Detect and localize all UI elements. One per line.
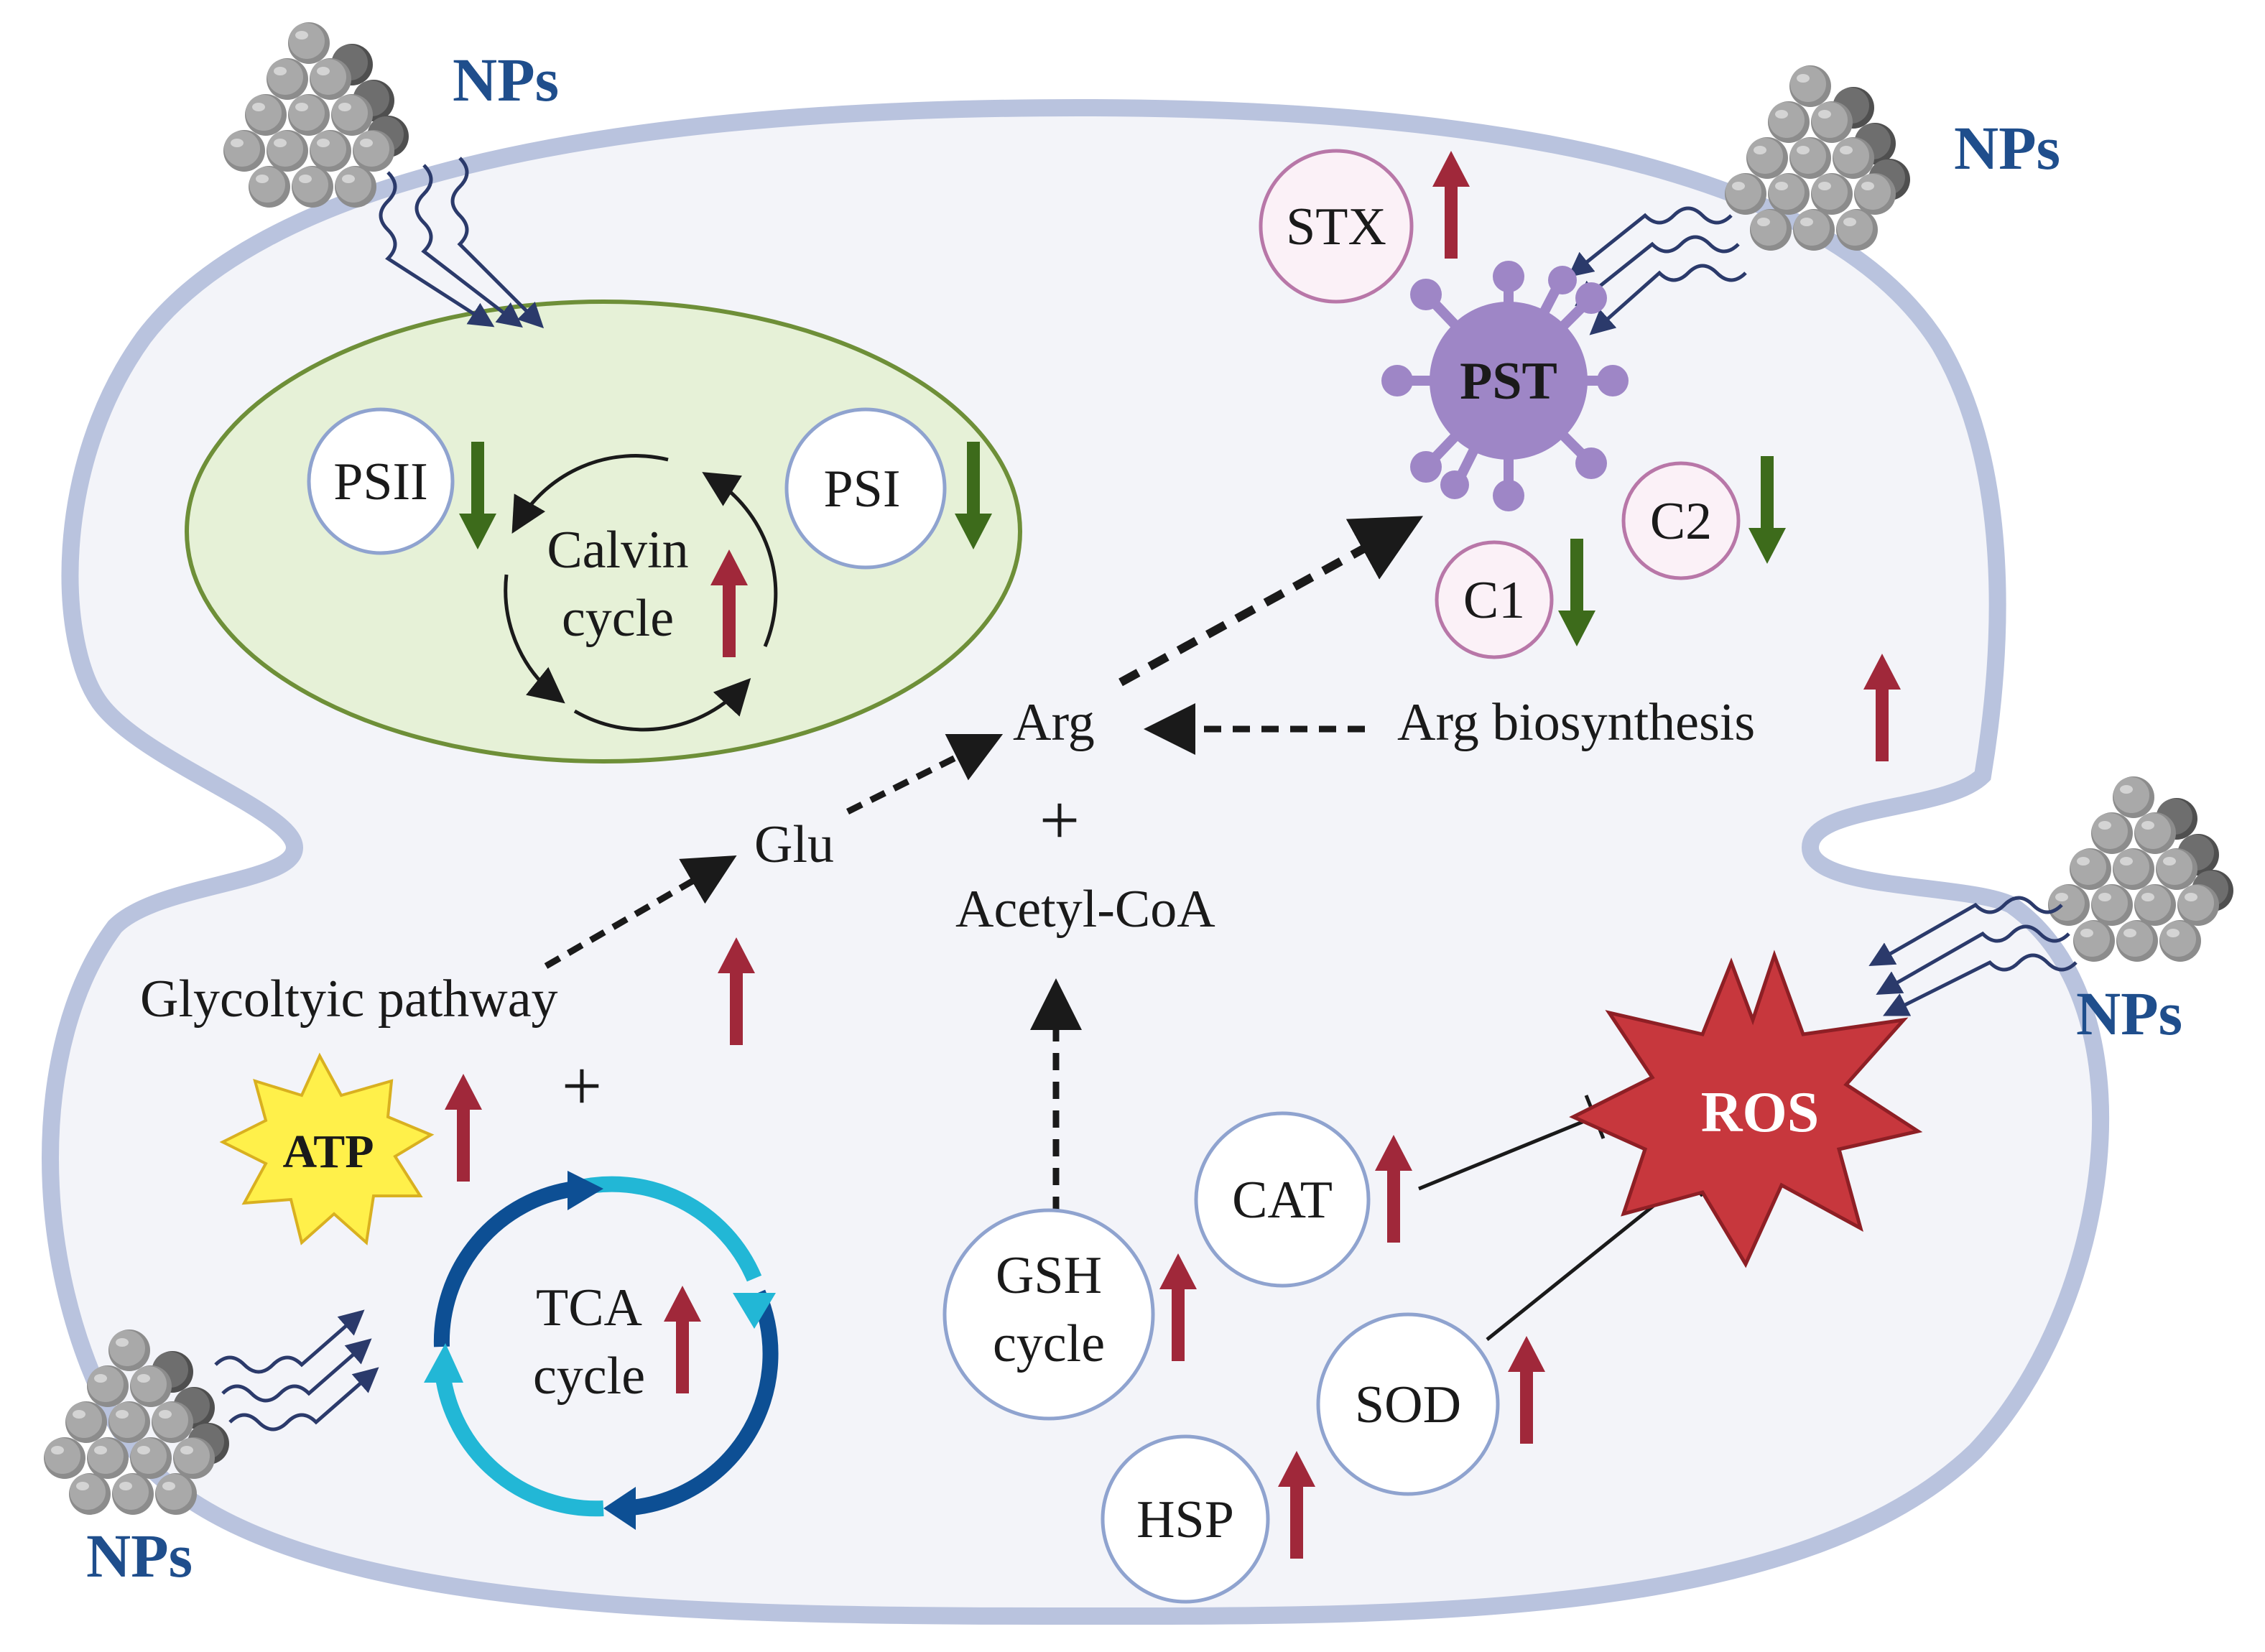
c1-node bbox=[1435, 540, 1554, 659]
nps-label-mid-right: NPs bbox=[2076, 979, 2182, 1048]
np-entry-waves-top-left bbox=[379, 157, 545, 329]
tca-label-line2: cycle bbox=[533, 1347, 645, 1406]
c1-label: C1 bbox=[1463, 571, 1525, 630]
tca-label-line1: TCA bbox=[536, 1279, 642, 1337]
np-entry-waves-top-right bbox=[1567, 206, 1747, 335]
glycolytic-pathway-label: Glycoltyic pathway bbox=[140, 970, 558, 1029]
nps-label-top-left: NPs bbox=[453, 45, 559, 114]
nps-label-bottom-left: NPs bbox=[86, 1521, 193, 1590]
nps-label-top-right: NPs bbox=[1954, 113, 2060, 182]
tca-arrowheads bbox=[424, 1171, 776, 1530]
hsp-node bbox=[1101, 1434, 1270, 1604]
ros-label: ROS bbox=[1701, 1081, 1820, 1144]
cat-inhibits-ros bbox=[1418, 1115, 1595, 1191]
np-cluster-top-left bbox=[223, 22, 409, 208]
gsh-node bbox=[942, 1208, 1155, 1421]
hsp-label: HSP bbox=[1136, 1490, 1234, 1549]
plus-sign-glyco: + bbox=[562, 1046, 602, 1126]
c2-label: C2 bbox=[1650, 492, 1712, 551]
plus-sign-arg: + bbox=[1039, 780, 1080, 860]
glyco-to-glu-arrow bbox=[544, 855, 737, 969]
metabolic-arrows bbox=[544, 516, 1424, 1214]
glu-label: Glu bbox=[754, 815, 834, 874]
gsh-label-line1: GSH bbox=[996, 1246, 1102, 1305]
c2-node bbox=[1621, 461, 1741, 580]
gsh-label-line2: cycle bbox=[993, 1314, 1105, 1373]
sod-node bbox=[1316, 1312, 1500, 1496]
np-entry-waves-mid-right bbox=[1868, 896, 2078, 1016]
sod-label: SOD bbox=[1355, 1375, 1461, 1434]
psii-label: PSII bbox=[333, 453, 428, 511]
tca-cycle-ring bbox=[433, 1176, 779, 1517]
stx-label: STX bbox=[1286, 198, 1386, 256]
atp-label: ATP bbox=[282, 1126, 374, 1178]
calvin-cycle-ring bbox=[504, 454, 778, 732]
calvin-label-line2: cycle bbox=[562, 589, 674, 648]
psi-node bbox=[784, 407, 947, 570]
glu-to-arg-arrow bbox=[846, 733, 1004, 815]
arg-label: Arg bbox=[1013, 693, 1095, 752]
calvin-label-line1: Calvin bbox=[547, 521, 688, 580]
np-cluster-mid-right bbox=[2048, 776, 2233, 962]
psii-node bbox=[307, 407, 455, 555]
pst-virus-icon bbox=[1381, 261, 1629, 511]
cat-node bbox=[1194, 1111, 1371, 1288]
arg-to-pst-arrow bbox=[1118, 516, 1424, 687]
arg-biosynthesis-label: Arg biosynthesis bbox=[1397, 693, 1755, 752]
acetyl-coa-label: Acetyl-CoA bbox=[955, 880, 1215, 939]
np-entry-waves-bottom-left bbox=[214, 1309, 379, 1431]
np-cluster-top-right bbox=[1725, 65, 1910, 251]
stx-node bbox=[1259, 149, 1414, 304]
pst-label: PST bbox=[1460, 352, 1557, 411]
ros-starburst-icon bbox=[1569, 950, 1923, 1268]
cat-label: CAT bbox=[1232, 1171, 1333, 1230]
psi-label: PSI bbox=[824, 460, 901, 519]
atp-starburst-icon bbox=[219, 1052, 435, 1245]
